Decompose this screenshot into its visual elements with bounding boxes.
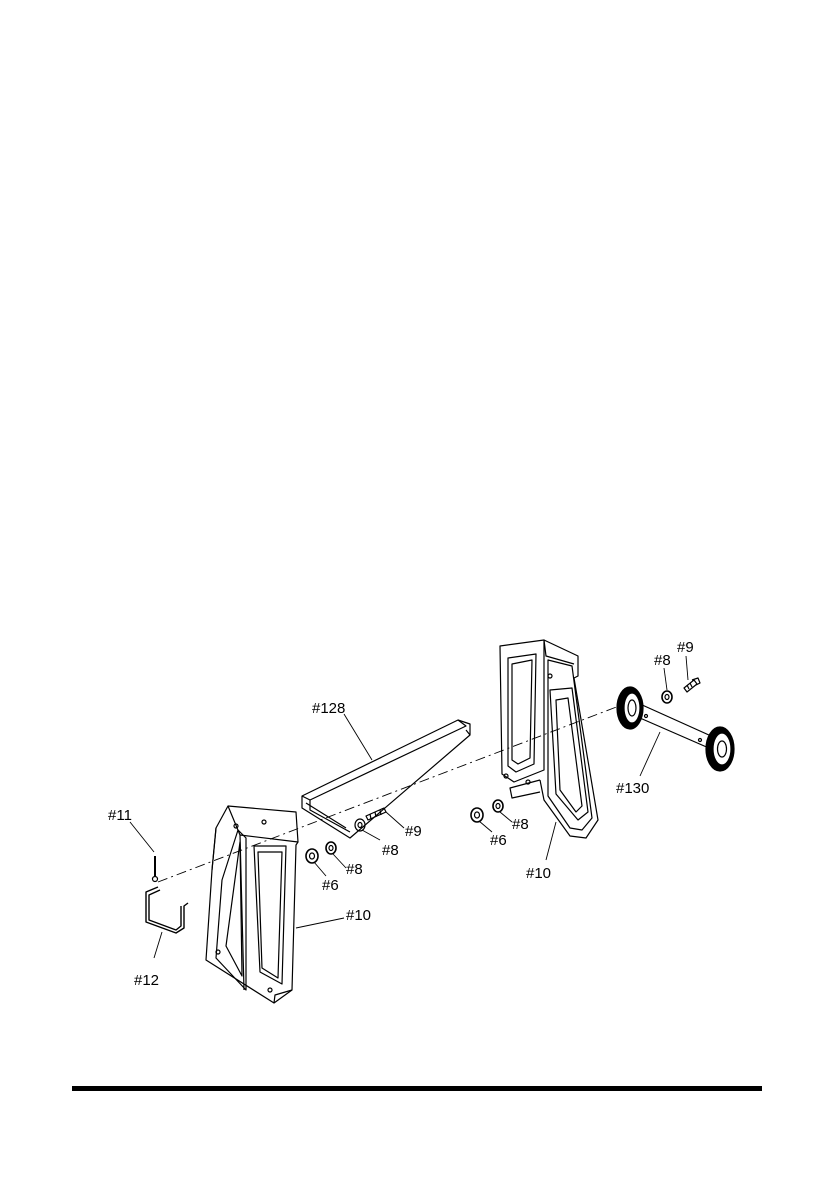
label-part-9-tray: #9 <box>405 823 422 840</box>
page-footer-rule <box>72 1086 762 1091</box>
leader-12 <box>154 932 162 958</box>
leader-8-axle <box>664 668 667 690</box>
label-part-12: #12 <box>134 972 159 989</box>
label-part-128: #128 <box>312 700 345 717</box>
label-part-10-right: #10 <box>526 865 551 882</box>
left-wheel <box>617 687 643 729</box>
part-8-right-washer <box>493 800 503 812</box>
label-part-8-axle: #8 <box>654 652 671 669</box>
part-128-tray <box>302 720 470 838</box>
part-8-axle-washer <box>662 691 672 703</box>
leader-6-right <box>479 821 492 832</box>
label-part-8-left: #8 <box>346 861 363 878</box>
leader-8-right <box>500 812 512 822</box>
leader-10-left <box>296 918 344 928</box>
part-9-axle-bolt <box>684 678 700 692</box>
leader-10-right <box>546 822 556 860</box>
leader-8-tray <box>362 830 380 840</box>
leader-6-left <box>314 862 326 876</box>
label-part-10-left: #10 <box>346 907 371 924</box>
label-part-6-left: #6 <box>322 877 339 894</box>
part-11-pin <box>153 856 158 882</box>
leader-128 <box>344 714 372 760</box>
right-wheel <box>706 727 734 771</box>
part-6-left-nut <box>306 849 318 863</box>
label-part-9-axle: #9 <box>677 639 694 656</box>
leader-130 <box>640 732 660 776</box>
leader-8-left <box>333 854 346 868</box>
part-12-handle-rod <box>146 887 188 933</box>
label-part-130: #130 <box>616 780 649 797</box>
label-part-8-right: #8 <box>512 816 529 833</box>
part-8-left-washer <box>326 842 336 854</box>
label-part-11: #11 <box>108 807 132 824</box>
leader-9-tray <box>386 812 404 828</box>
part-10-left-leg <box>206 806 298 1003</box>
part-10-right-leg <box>500 640 598 838</box>
label-part-8-tray: #8 <box>382 842 399 859</box>
part-6-right-nut <box>471 808 483 822</box>
label-part-6-right: #6 <box>490 832 507 849</box>
leader-9-axle <box>686 656 688 680</box>
leader-11 <box>130 822 154 852</box>
